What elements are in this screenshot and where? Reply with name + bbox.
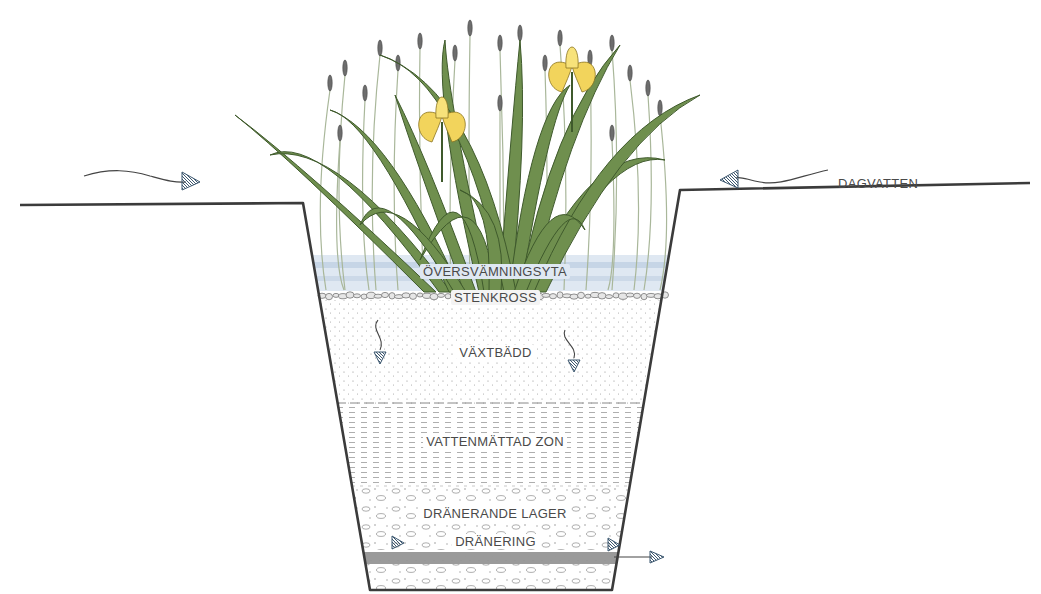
iris-petal [436, 97, 448, 118]
stone [354, 294, 361, 298]
seed-head [328, 75, 332, 91]
stone [598, 293, 606, 299]
stone [374, 294, 382, 298]
seed-head [498, 35, 502, 51]
seed-head [338, 125, 342, 141]
stone [410, 293, 417, 299]
seed-head [363, 85, 367, 101]
stone [578, 292, 585, 298]
iris-leaf [534, 95, 700, 292]
stone [626, 293, 634, 297]
seed-head [628, 65, 632, 81]
stone [333, 293, 339, 297]
grass-stem [630, 80, 639, 290]
stone [438, 293, 445, 297]
stone [641, 293, 647, 299]
iris-leaf [360, 208, 466, 292]
saturated-zone-layer: VATTENMÄTTAD ZON [419, 432, 571, 451]
stone [361, 294, 367, 299]
seed-head [658, 100, 662, 116]
seed-head [646, 80, 650, 96]
seed-head [378, 40, 382, 56]
iris-leaf [380, 55, 516, 292]
seed-head [518, 25, 522, 41]
stone [417, 293, 423, 297]
grass-stem [372, 55, 380, 290]
stone [430, 293, 438, 299]
plant-bed-layer: VÄXTBÄDD [452, 343, 539, 362]
stone [389, 293, 395, 299]
iris-leaf [514, 215, 585, 292]
seed-head [610, 125, 614, 141]
flood-surface-layer: ÖVERSVÄMNINGSYTA [416, 262, 574, 281]
stone [542, 293, 550, 297]
stone [326, 293, 333, 299]
seed-head [343, 60, 347, 76]
layer-label: DRÄNERING [452, 534, 539, 549]
layer-label: STENKROSS [451, 290, 540, 305]
stone [346, 292, 354, 298]
stone [634, 293, 641, 298]
layer-label: VATTENMÄTTAD ZON [423, 434, 567, 449]
draining-layer: DRÄNERANDE LAGER [416, 504, 574, 523]
layer-label: ÖVERSVÄMNINGSYTA [420, 264, 570, 279]
stone [613, 293, 619, 298]
seed-head [610, 35, 614, 51]
stone [570, 294, 578, 299]
stone [557, 292, 563, 298]
crushed-stone-layer: STENKROSS [447, 288, 544, 307]
seed-head [418, 33, 422, 49]
stone [606, 295, 613, 299]
layer-label: DRÄNERANDE LAGER [420, 506, 570, 521]
seed-head [498, 95, 502, 111]
grass-stem [339, 75, 345, 290]
stone [585, 294, 591, 298]
stone [550, 294, 557, 299]
drainage-layer: DRÄNERING [448, 532, 543, 551]
inflow-label: DAGVATTEN [835, 176, 921, 191]
grass-stem [337, 140, 344, 290]
flower-stem [441, 122, 443, 182]
flower-stem [571, 72, 573, 132]
seed-head [543, 55, 547, 71]
iris-petal [566, 47, 578, 68]
stone [402, 293, 410, 298]
seed-head [453, 45, 457, 61]
grass-stem [660, 115, 667, 290]
seed-head [558, 30, 562, 46]
layer-label: VÄXTBÄDD [456, 345, 534, 360]
stone [382, 292, 389, 297]
seed-head [468, 20, 472, 36]
